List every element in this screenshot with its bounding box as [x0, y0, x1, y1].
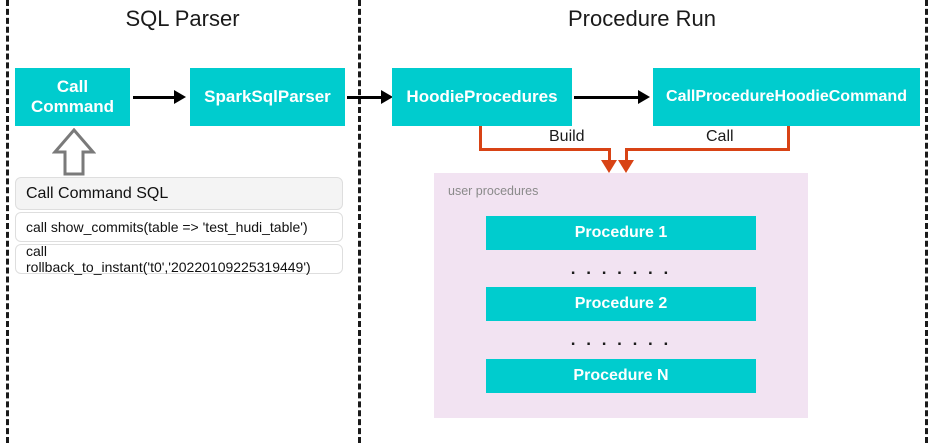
arrow-head-hoodieprocedures [381, 90, 393, 104]
hollow-up-arrow-icon [51, 127, 97, 176]
node-call-command[interactable]: Call Command [15, 68, 130, 126]
arrow-hoodieprocedures-to-callprocedure [574, 96, 640, 99]
user-procedures-label: user procedures [448, 184, 539, 198]
procedure-box-1[interactable]: Procedure 1 [486, 216, 756, 250]
arrow-head-sparksqlparser [174, 90, 186, 104]
node-hoodie-procedures[interactable]: HoodieProcedures [392, 68, 572, 126]
procedure-box-n[interactable]: Procedure N [486, 359, 756, 393]
section-title-procedure-run: Procedure Run [568, 6, 716, 31]
procedure-box-2-label: Procedure 2 [574, 295, 668, 312]
divider-left [6, 0, 9, 443]
procedure-box-1-label: Procedure 1 [574, 224, 668, 241]
connector-call-path [625, 126, 790, 151]
arrow-callcommand-to-sparksqlparser [133, 96, 176, 99]
sql-table-header: Call Command SQL [15, 177, 343, 210]
call-command-sql-table: Call Command SQL call show_commits(table… [15, 177, 343, 275]
arrow-sparksqlparser-to-hoodieprocedures [347, 96, 384, 99]
sql-table-row-2[interactable]: call rollback_to_instant('t0','202201092… [15, 243, 343, 275]
connector-build-label: Build [543, 128, 591, 146]
procedure-box-n-label: Procedure N [573, 367, 669, 384]
procedure-box-2[interactable]: Procedure 2 [486, 287, 756, 321]
connector-call-label: Call [700, 128, 740, 146]
connector-build-arrowhead [601, 160, 617, 173]
divider-middle [358, 0, 361, 443]
arrow-head-callprocedure [638, 90, 650, 104]
connector-call-drop [625, 148, 628, 164]
connector-call-arrowhead [618, 160, 634, 173]
node-hoodie-procedures-label: HoodieProcedures [406, 87, 558, 107]
node-call-command-line2: Command [30, 97, 115, 116]
ellipsis-1: . . . . . . . [570, 259, 672, 278]
divider-right [925, 0, 928, 443]
connector-build-path [479, 126, 611, 151]
node-call-command-line1: Call [56, 76, 89, 96]
section-title-sql-parser: SQL Parser [125, 6, 240, 31]
sql-table-row-1[interactable]: call show_commits(table => 'test_hudi_ta… [15, 212, 343, 242]
node-call-procedure-hoodie-command[interactable]: CallProcedureHoodieCommand [653, 68, 920, 126]
connector-build-drop [608, 148, 611, 164]
node-spark-sql-parser-label: SparkSqlParser [204, 87, 331, 107]
ellipsis-2: . . . . . . . [570, 330, 672, 349]
node-spark-sql-parser[interactable]: SparkSqlParser [190, 68, 345, 126]
node-call-procedure-hoodie-command-label: CallProcedureHoodieCommand [666, 87, 907, 105]
